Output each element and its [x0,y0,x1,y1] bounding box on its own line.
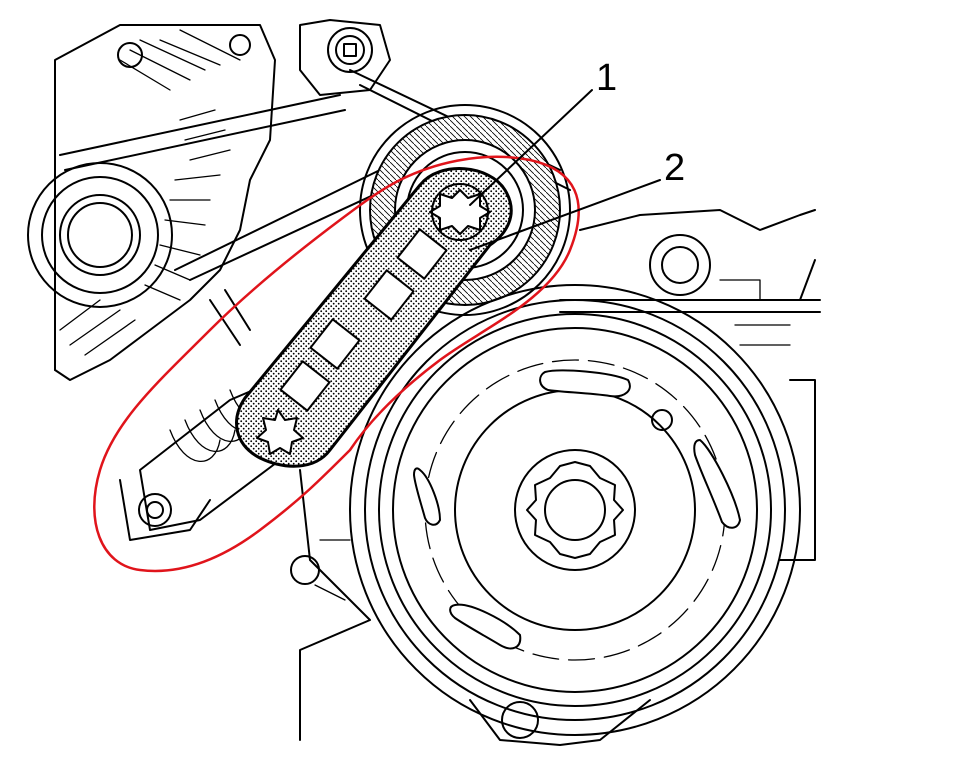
engine-block [290,209,816,746]
leader-line-1 [469,89,593,206]
alternator [27,24,276,381]
crankshaft-balancer [349,284,801,736]
highlight-outline [93,155,580,573]
leader-line-2 [469,179,661,251]
upper-bolt [299,19,391,96]
callout-2: 2 [664,147,685,189]
callout-1: 1 [596,57,617,99]
tensioner-tool [235,167,513,468]
tensioner-spring [119,289,331,541]
